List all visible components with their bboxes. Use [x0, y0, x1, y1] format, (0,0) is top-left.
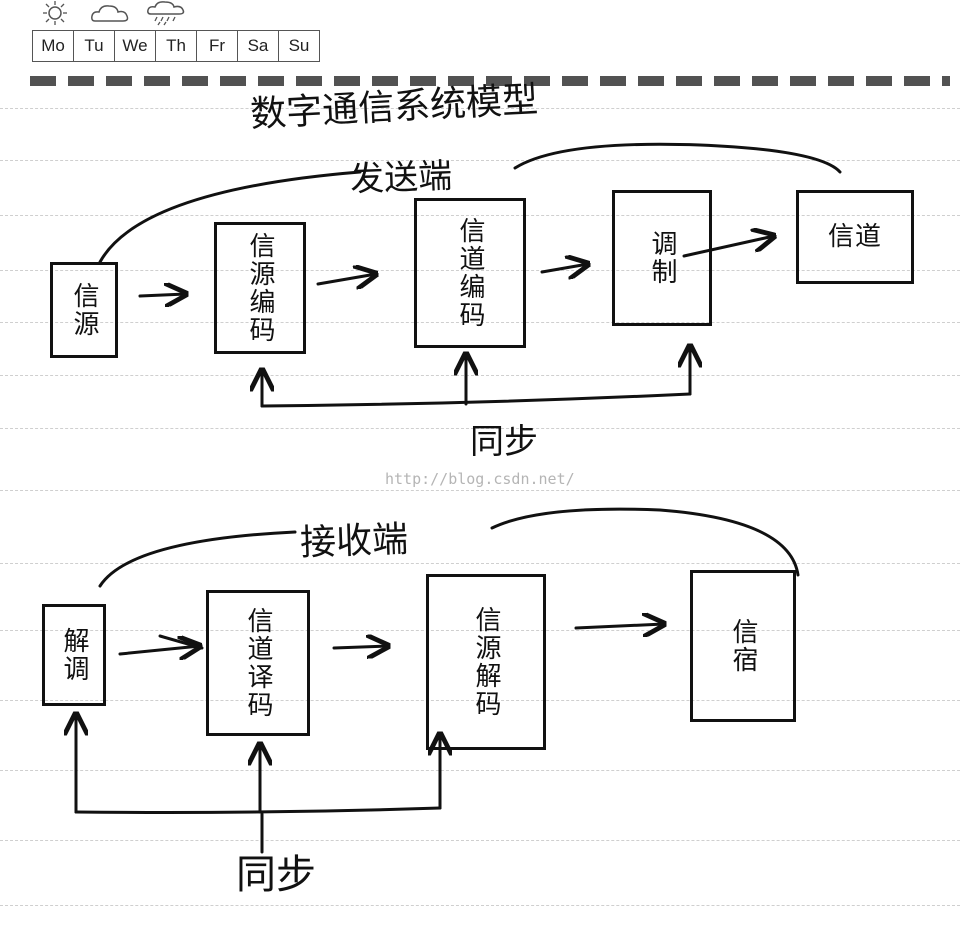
sender-brace-right: [513, 142, 842, 174]
ruled-line: [0, 270, 960, 271]
block-label: 信道编码: [455, 217, 485, 329]
arrow-right: [316, 274, 376, 284]
day-cell: Su: [288, 36, 310, 55]
ruled-line: [0, 840, 960, 841]
ruled-line: [0, 630, 960, 631]
block-modulator: 调制: [612, 190, 712, 326]
sync-bus: [260, 392, 692, 408]
block-channel: 信道: [796, 190, 914, 284]
ruled-line: [0, 215, 960, 216]
weather-icons: [32, 0, 190, 30]
day-cell: Sa: [238, 31, 279, 61]
block-label: 信道: [827, 222, 882, 252]
sender-brace-left: [98, 170, 362, 264]
ruled-line: [0, 905, 960, 906]
ruled-line: [0, 108, 960, 109]
weekday-row: Mo Tu We Th Fr Sa Su: [32, 30, 320, 62]
ruled-line: [0, 428, 960, 429]
block-label: 信道译码: [243, 607, 273, 719]
ruled-line: [0, 700, 960, 701]
day-cell: Th: [156, 31, 197, 61]
block-channel-decoder: 信道译码: [206, 590, 310, 736]
arrow-stroke: [158, 634, 204, 650]
block-channel-encoder: 信道编码: [414, 198, 526, 348]
rain-icon: [144, 0, 190, 26]
block-source-encoder: 信源编码: [214, 222, 306, 354]
dashed-divider: [30, 76, 950, 86]
block-source-decoder: 信源解码: [426, 574, 546, 750]
receiver-brace-left: [98, 530, 297, 588]
block-demodulator: 解调: [42, 604, 106, 706]
sender-sync-label: 同步: [470, 422, 538, 462]
arrow-right: [138, 294, 186, 296]
block-source: 信源: [50, 262, 118, 358]
ruled-line: [0, 770, 960, 771]
block-label: 调制: [647, 230, 677, 286]
block-label: 解调: [59, 627, 89, 683]
day-cell: Tu: [74, 31, 115, 61]
arrow-right: [540, 264, 588, 272]
receiver-sync-label: 同步: [236, 852, 316, 898]
block-label: 信源编码: [245, 232, 275, 344]
ruled-line: [0, 490, 960, 491]
sun-icon: [32, 0, 78, 26]
block-label: 信宿: [728, 618, 758, 674]
day-cell: We: [115, 31, 156, 61]
sender-label: 发送端: [349, 156, 453, 200]
receiver-label: 接收端: [299, 519, 409, 564]
ruled-line: [0, 322, 960, 323]
arrow-right: [332, 646, 388, 648]
arrow-right: [682, 236, 774, 258]
day-cell: Mo: [33, 31, 74, 61]
ruled-line: [0, 160, 960, 161]
watermark: http://blog.csdn.net/: [385, 470, 575, 488]
cloud-icon: [88, 0, 134, 26]
arrow-right: [118, 646, 200, 654]
arrow-right: [574, 624, 664, 628]
block-label: 信源: [69, 282, 99, 338]
ruled-line: [0, 563, 960, 564]
block-sink: 信宿: [690, 570, 796, 722]
block-label: 信源解码: [471, 606, 501, 718]
sync-bus: [74, 806, 442, 814]
day-cell: Fr: [197, 31, 238, 61]
receiver-brace-right: [490, 507, 800, 577]
ruled-line: [0, 375, 960, 376]
